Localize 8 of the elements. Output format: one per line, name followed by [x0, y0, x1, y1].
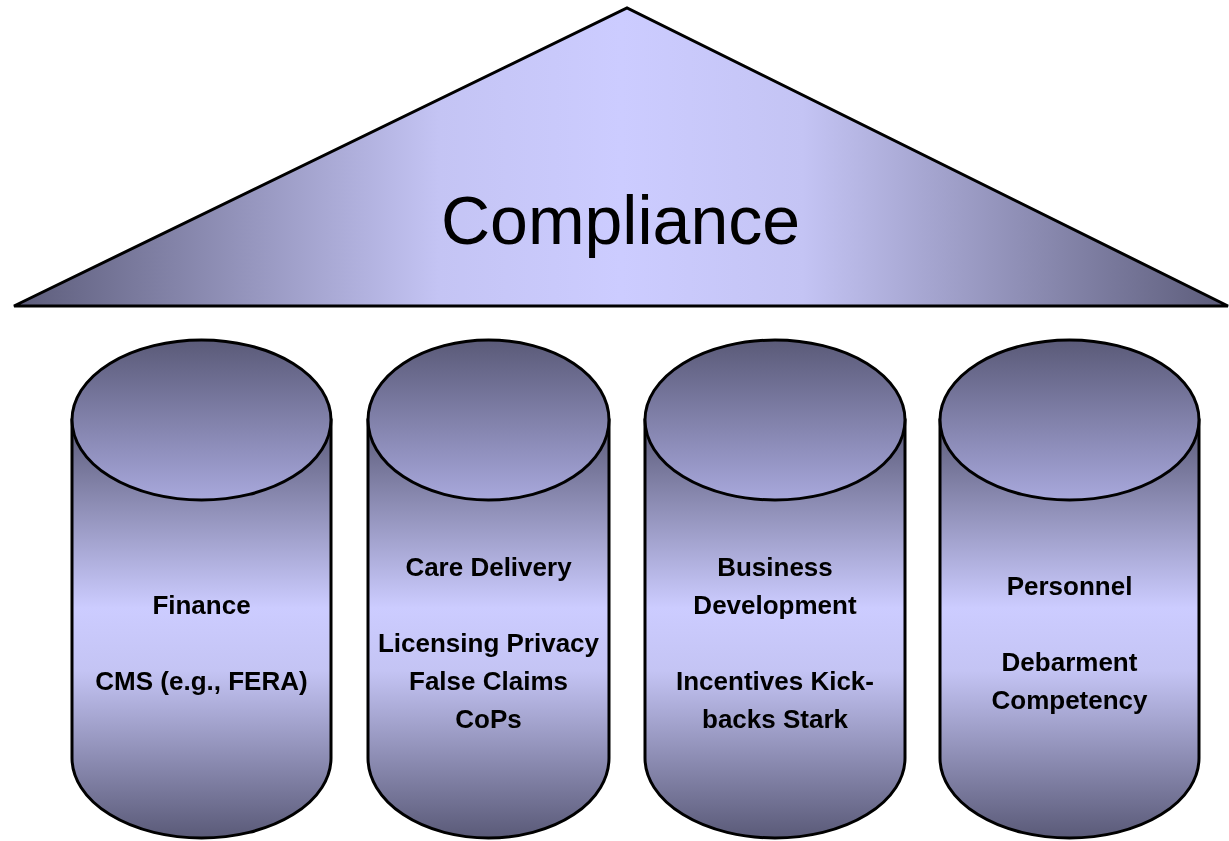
pillar-title: Personnel [1006, 570, 1133, 603]
pillar-title: Finance [152, 589, 251, 622]
pillar-title: Care Delivery [405, 551, 572, 584]
pillar-items: Incentives Kick-backs Stark [675, 665, 875, 736]
pillar-items: Debarment Competency [990, 646, 1149, 717]
pillar-title: Business Development [692, 551, 858, 622]
pillar-items: CMS (e.g., FERA) [95, 665, 308, 698]
pillar-items: Licensing Privacy False Claims CoPs [376, 627, 601, 736]
